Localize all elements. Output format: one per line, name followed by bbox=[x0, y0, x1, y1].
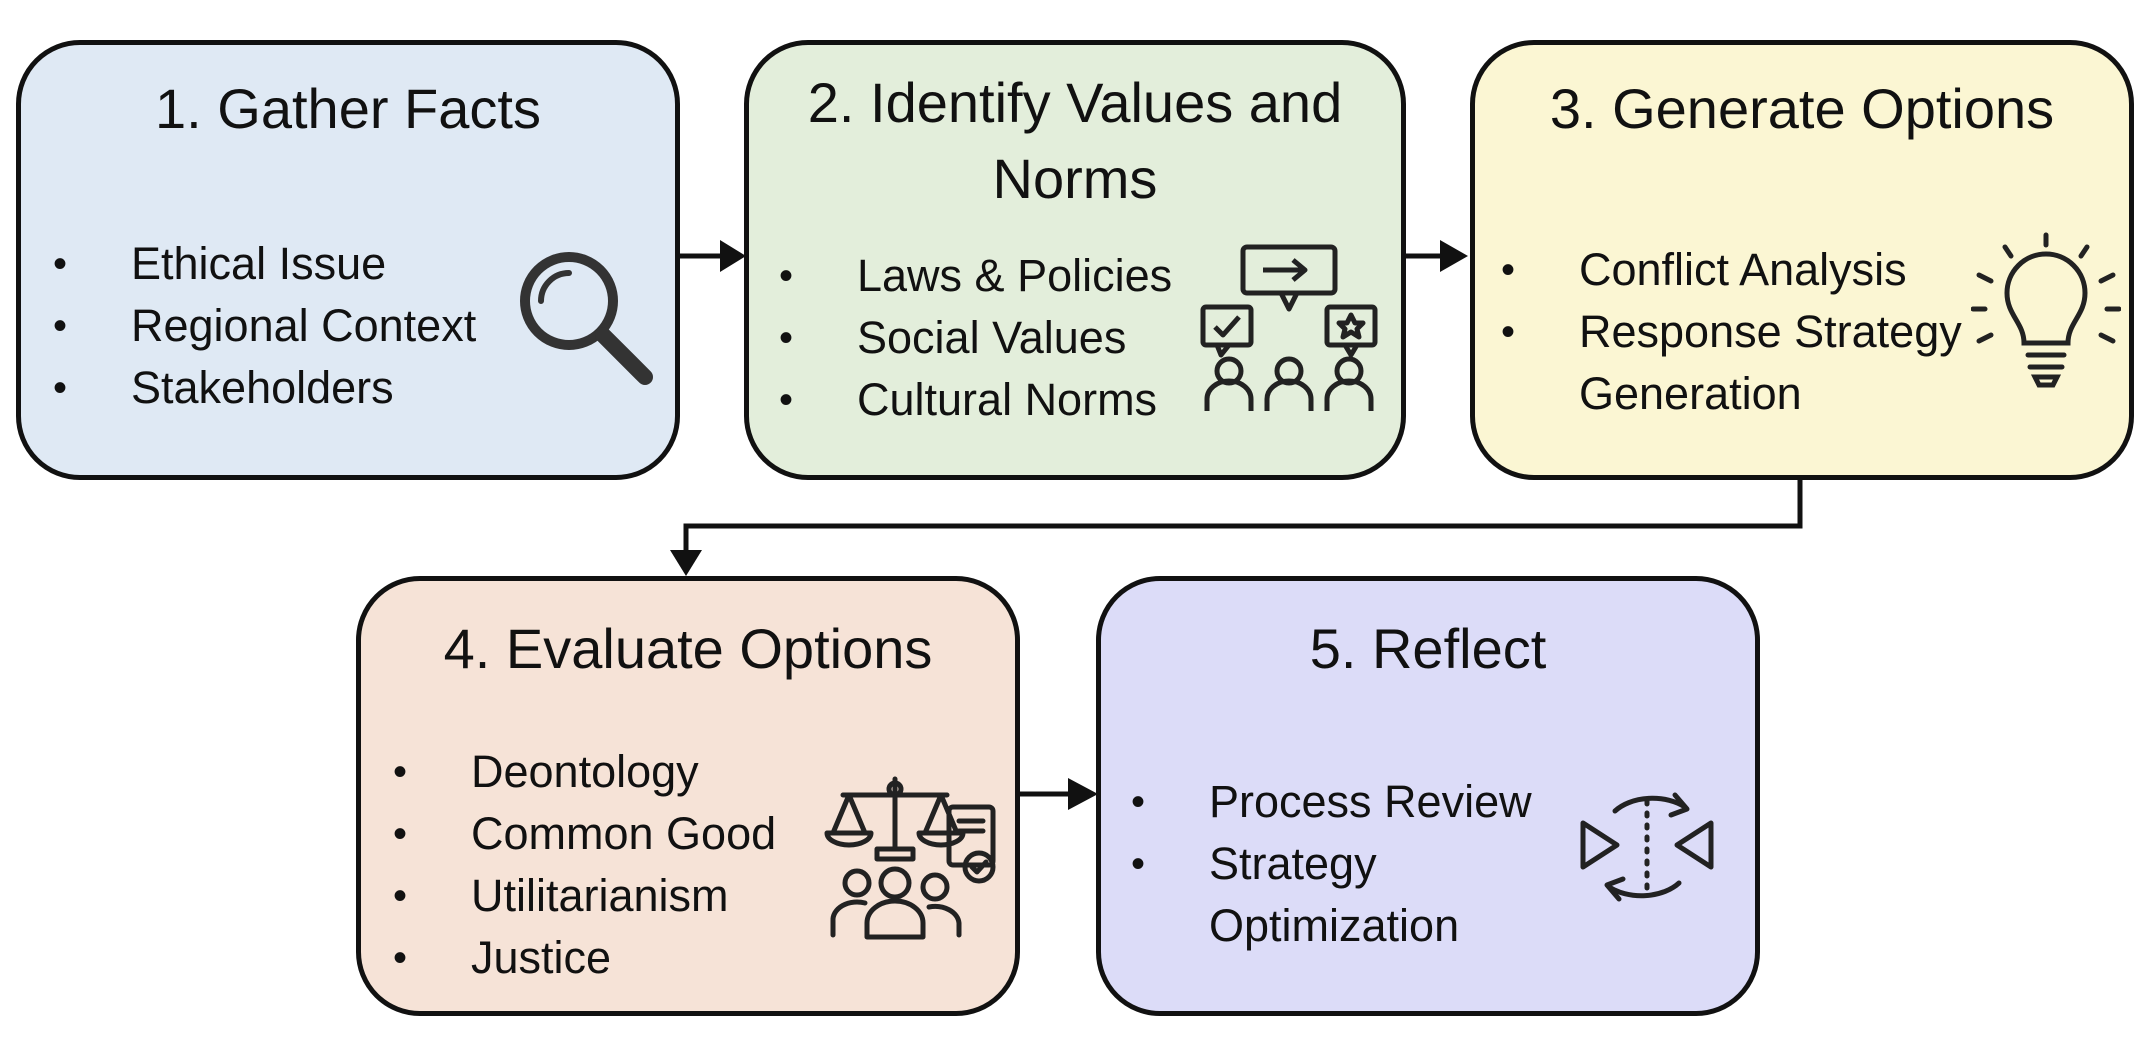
arrow-4-to-5 bbox=[1016, 778, 1098, 810]
step-title: 2. Identify Values and Norms bbox=[807, 71, 1343, 210]
step-identify-values: 2. Identify Values and Norms Laws & Poli… bbox=[744, 40, 1406, 480]
justice-scale-icon bbox=[813, 771, 1003, 941]
list-item: Cultural Norms bbox=[775, 369, 1172, 431]
list-item: Justice bbox=[389, 927, 776, 989]
magnifying-glass-icon bbox=[511, 243, 661, 393]
step-title: 1. Gather Facts bbox=[155, 77, 541, 140]
list-item: Stakeholders bbox=[49, 357, 476, 419]
step-items: Deontology Common Good Utilitarianism Ju… bbox=[389, 741, 776, 989]
step-items: Process Review Strategy Optimization bbox=[1127, 771, 1532, 957]
list-item: Strategy Optimization bbox=[1127, 833, 1509, 957]
step-items: Ethical Issue Regional Context Stakehold… bbox=[49, 233, 476, 419]
arrow-1-to-2 bbox=[678, 240, 746, 272]
list-item: Deontology bbox=[389, 741, 776, 803]
list-item: Process Review bbox=[1127, 771, 1532, 833]
list-item: Response Strategy Generation bbox=[1497, 301, 1967, 425]
arrow-2-to-3 bbox=[1404, 240, 1468, 272]
list-item: Social Values bbox=[775, 307, 1172, 369]
step-evaluate-options: 4. Evaluate Options Deontology Common Go… bbox=[356, 576, 1020, 1016]
list-item: Regional Context bbox=[49, 295, 476, 357]
step-generate-options: 3. Generate Options Conflict Analysis Re… bbox=[1470, 40, 2134, 480]
list-item: Common Good bbox=[389, 803, 776, 865]
lightbulb-icon bbox=[1970, 231, 2122, 391]
step-title: 5. Reflect bbox=[1309, 617, 1547, 680]
step-gather-facts: 1. Gather Facts Ethical Issue Regional C… bbox=[16, 40, 680, 480]
step-items: Conflict Analysis Response Strategy Gene… bbox=[1497, 239, 1967, 425]
list-item: Conflict Analysis bbox=[1497, 239, 1967, 301]
list-item: Laws & Policies bbox=[775, 245, 1172, 307]
step-items: Laws & Policies Social Values Cultural N… bbox=[775, 245, 1172, 431]
step-title: 4. Evaluate Options bbox=[443, 617, 933, 680]
list-item: Ethical Issue bbox=[49, 233, 476, 295]
arrow-3-to-4 bbox=[670, 478, 1803, 576]
group-discussion-icon bbox=[1199, 243, 1379, 413]
reflect-cycle-icon bbox=[1577, 787, 1717, 907]
step-reflect: 5. Reflect Process Review Strategy Optim… bbox=[1096, 576, 1760, 1016]
step-title: 3. Generate Options bbox=[1549, 77, 2055, 140]
list-item: Utilitarianism bbox=[389, 865, 776, 927]
